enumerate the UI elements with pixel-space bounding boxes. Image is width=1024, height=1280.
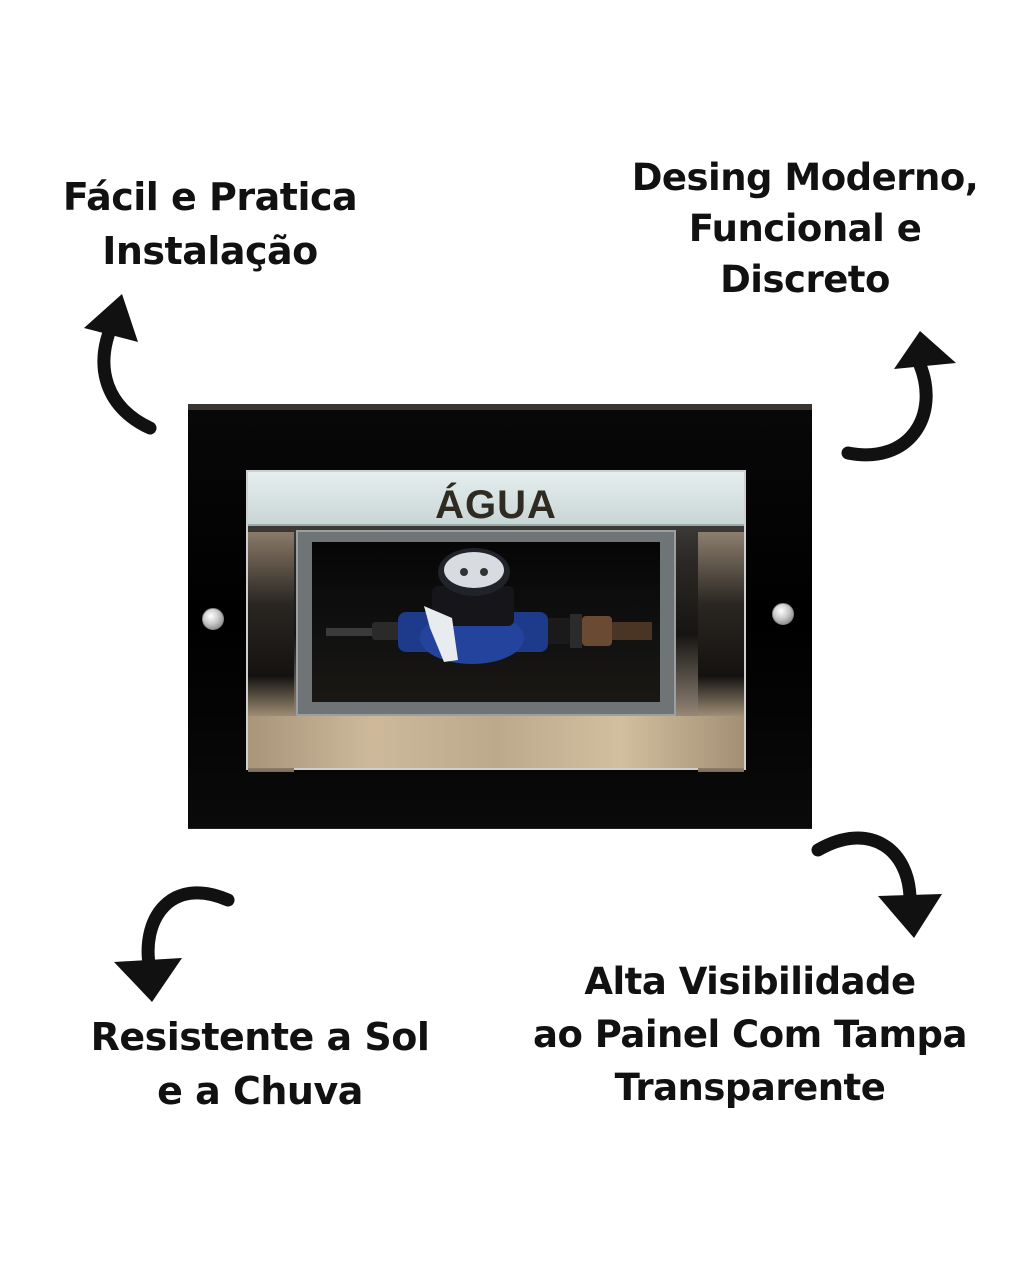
curved-arrow-up-icon (84, 294, 157, 435)
feature-modern-design: Desing Moderno, Funcional e Discreto (630, 152, 980, 305)
feature-weather-resistant: Resistente a Sol e a Chuva (75, 1010, 445, 1118)
curved-arrow-up-icon (841, 331, 956, 462)
feature-easy-installation: Fácil e Pratica Instalação (40, 170, 380, 278)
water-meter-icon (326, 548, 652, 664)
meter-box-photo: ÁGUA (188, 404, 812, 828)
feature-line: ao Painel Com Tampa (533, 1013, 968, 1056)
feature-line: Alta Visibilidade (584, 960, 916, 1003)
feature-line: Fácil e Pratica (62, 175, 358, 219)
feature-line: Desing Moderno, (631, 156, 979, 199)
feature-line: Discreto (720, 258, 890, 301)
feature-high-visibility: Alta Visibilidade ao Painel Com Tampa Tr… (520, 955, 980, 1114)
curved-arrow-down-icon (811, 831, 942, 938)
window-interior (312, 542, 660, 702)
feature-line: Transparente (614, 1066, 886, 1109)
curved-arrow-down-icon (114, 886, 235, 1002)
feature-line: e a Chuva (157, 1069, 363, 1113)
screw-icon (772, 603, 794, 625)
screw-icon (202, 608, 224, 630)
label-strip: ÁGUA (248, 472, 744, 527)
water-label: ÁGUA (435, 482, 557, 527)
transparent-window (296, 530, 676, 716)
feature-line: Instalação (102, 229, 318, 273)
reflection (248, 716, 744, 768)
chrome-panel: ÁGUA (246, 470, 746, 772)
feature-line: Resistente a Sol (90, 1015, 430, 1059)
feature-line: Funcional e (688, 207, 922, 250)
